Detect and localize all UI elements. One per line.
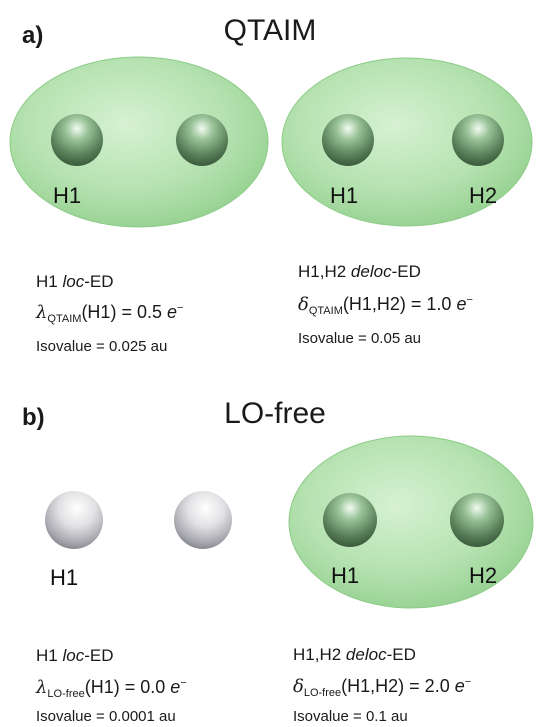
panel-b-left-ed-label: H1 loc-ED bbox=[36, 646, 113, 666]
electron-charge: − bbox=[180, 677, 187, 689]
delta-symbol: δ bbox=[298, 294, 309, 315]
panel-b-right-atom-2 bbox=[450, 493, 504, 547]
panel-b-right-atom-label-h1: H1 bbox=[331, 563, 359, 588]
panel-a-left-atom-2 bbox=[176, 114, 228, 166]
electron-unit: e bbox=[167, 302, 178, 322]
panel-b-title: LO-free bbox=[224, 397, 326, 430]
panel-a-left-isovalue: Isovalue = 0.025 au bbox=[36, 338, 168, 355]
panel-a-left-atom-label-h1: H1 bbox=[53, 183, 81, 208]
panel-a-right-atom-2 bbox=[452, 114, 504, 166]
panel-b-right-ed-label: H1,H2 deloc-ED bbox=[293, 645, 416, 665]
panel-a-right-isosurface bbox=[281, 57, 533, 227]
formula-argument: (H1) bbox=[84, 677, 120, 697]
ed-type: loc bbox=[62, 272, 85, 291]
lambda-symbol: λ bbox=[36, 677, 48, 698]
electron-unit: e bbox=[170, 677, 181, 697]
panel-b-right-atom-label-h2: H2 bbox=[469, 563, 497, 588]
panel-b-right-formula: δLO-free(H1,H2) = 2.0 e− bbox=[293, 676, 471, 699]
panel-b-left-atom-2 bbox=[174, 491, 232, 549]
panel-b-right-isosurface bbox=[288, 435, 534, 609]
electron-charge: − bbox=[466, 294, 473, 306]
panel-a-right-ed-label: H1,H2 deloc-ED bbox=[298, 262, 421, 282]
panel-a-right-atom-1 bbox=[322, 114, 374, 166]
panel-b-left-atom-label-h1: H1 bbox=[50, 565, 78, 590]
formula-argument: (H1,H2) bbox=[341, 676, 405, 696]
panel-a-letter: a) bbox=[22, 22, 44, 49]
panel-a-right-atom-label-h2: H2 bbox=[469, 183, 497, 208]
panel-a-right-atom-label-h1: H1 bbox=[330, 183, 358, 208]
formula-subscript: QTAIM bbox=[47, 313, 82, 325]
ed-type: deloc bbox=[350, 262, 392, 281]
lambda-symbol: λ bbox=[36, 302, 48, 323]
ed-name: H1 bbox=[36, 272, 58, 291]
panel-a-left-isosurface bbox=[9, 56, 269, 228]
panel-b-left-formula: λLO-free(H1) = 0.0 e− bbox=[36, 677, 187, 700]
ed-name: H1 bbox=[36, 646, 58, 665]
electron-charge: − bbox=[464, 676, 472, 688]
formula-subscript: QTAIM bbox=[308, 305, 343, 317]
ed-name: H1,H2 bbox=[293, 645, 342, 664]
formula-subscript: LO-free bbox=[47, 688, 85, 700]
ed-name: H1,H2 bbox=[298, 262, 347, 281]
electron-unit: e bbox=[454, 676, 465, 696]
panel-a-left-formula: λQTAIM(H1) = 0.5 e− bbox=[36, 302, 183, 325]
ed-suffix: -ED bbox=[84, 272, 114, 291]
electron-unit: e bbox=[456, 294, 467, 314]
formula-value: = 0.0 bbox=[124, 677, 166, 697]
formula-argument: (H1) bbox=[81, 302, 117, 322]
panel-b-right-isovalue: Isovalue = 0.1 au bbox=[293, 708, 408, 725]
panel-a-left-ed-label: H1 loc-ED bbox=[36, 272, 113, 292]
ed-type: deloc bbox=[345, 645, 387, 664]
ed-type: loc bbox=[62, 646, 85, 665]
formula-value: = 0.5 bbox=[121, 302, 162, 322]
panel-b-left-atom-1 bbox=[45, 491, 103, 549]
formula-argument: (H1,H2) bbox=[342, 294, 406, 314]
formula-value: = 1.0 bbox=[410, 294, 452, 314]
panel-b-right-atom-1 bbox=[323, 493, 377, 547]
panel-a-left-atom-1 bbox=[51, 114, 103, 166]
panel-b-left-isovalue: Isovalue = 0.0001 au bbox=[36, 708, 176, 725]
delta-symbol: δ bbox=[293, 676, 304, 697]
ed-suffix: -ED bbox=[84, 646, 114, 665]
ed-suffix: -ED bbox=[391, 262, 421, 281]
panel-b-letter: b) bbox=[22, 404, 45, 431]
ed-suffix: -ED bbox=[386, 645, 416, 664]
formula-subscript: LO-free bbox=[303, 687, 342, 699]
formula-value: = 2.0 bbox=[409, 676, 450, 696]
panel-a-right-formula: δQTAIM(H1,H2) = 1.0 e− bbox=[298, 294, 473, 317]
panel-a-right-isovalue: Isovalue = 0.05 au bbox=[298, 330, 422, 347]
electron-charge: − bbox=[177, 302, 184, 314]
panel-a-title: QTAIM bbox=[223, 14, 317, 47]
